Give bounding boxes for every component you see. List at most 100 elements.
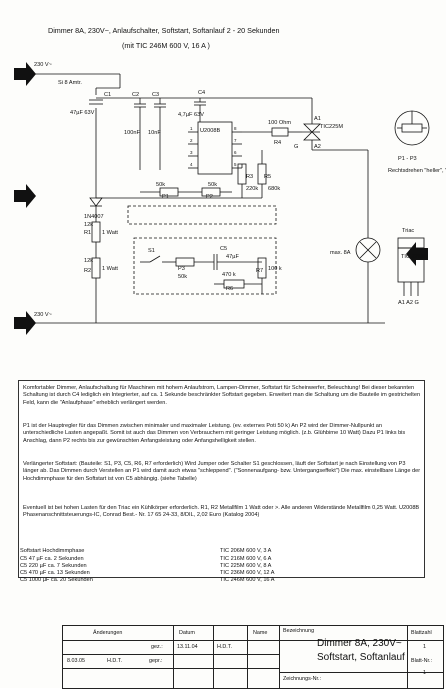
softstart-row: C5 47 µF ca. 2 Sekunden [20,556,84,562]
label-c3-val: 10nF [148,130,161,136]
label-c2: C2 [132,92,139,98]
label-bottom-rail: 230 V~ [34,312,53,318]
top-terminal-arrow [14,62,36,86]
r1-resistor [91,221,101,243]
designation-line-2: Softstart, Softanlauf [317,652,405,663]
label-triac-a1: A1 [314,116,321,122]
gepr-label: gepr.: [149,658,163,664]
diode-1n4007 [89,197,103,207]
name-label: Name [253,630,268,636]
label-pot-caption: P1 - P3 [398,156,417,162]
r2-resistor [91,257,101,279]
label-r2-val: 12k [84,258,93,264]
triac-row: TIC 246M 600 V, 16 A [220,577,275,583]
label-pkg-part: TIC 225M [401,254,426,260]
r4-resistor [271,127,289,137]
gez-name: H.D.T. [217,644,232,650]
label-r6-val: 470 k [222,272,236,278]
triac-package-tab [397,237,425,249]
label-pkg-title: Triac [402,228,414,234]
description-para-4: Eventuell ist bei hohen Lasten für den T… [23,505,420,519]
label-p2-val: 50k [208,182,217,188]
triac-row: TIC 225M 600 V, 8 A [220,563,272,569]
label-ic: U2008B [200,128,220,134]
ic-u2008b-body [197,121,233,175]
label-c5: C5 [220,246,227,252]
sheet-no-value: 1 [423,670,426,676]
ic-pin-number: 5 [234,162,237,167]
p3-pot [175,257,195,267]
change-date: 8.03.05 [67,658,85,664]
description-para-3: Verlängerter Softstart: (Bauteile: S1, P… [23,461,421,482]
left-terminal-arrow [14,184,36,208]
label-c2-val: 100nF [124,130,140,136]
page-subtitle: (mit TIC 246M 600 V, 16 A ) [122,41,210,50]
designation-line-1: Dimmer 8A, 230V~ [317,638,402,649]
label-pot-note: Rechtsdrehen "heller", "länger" [388,168,446,174]
title-block: Änderungen Datum Name 8.03.05 H.D.T. gez… [62,625,444,689]
softstart-table-header: Softstart Hochdimmphase [20,548,85,554]
label-top-rail: 230 V~ [34,62,53,68]
label-triac-a2: A2 [314,144,321,150]
label-pkg-pins: A1 A2 G [398,300,419,306]
ic-pin-number: 3 [190,150,193,155]
label-r2: R2 [84,268,91,274]
label-p2: P2 [206,194,213,200]
softstart-row: C5 470 µF ca. 13 Sekunden [20,570,90,576]
changes-header: Änderungen [93,630,123,636]
label-c1-val: 47µF 63V [70,110,95,116]
sheet-no-label: Blatt-Nr.: [411,658,432,664]
label-r3-val: 220k [246,186,258,192]
sheet-label: Blattzahl [411,630,432,636]
date-label: Datum [179,630,195,636]
label-r4-val: 100 Ohm [268,120,291,126]
switch-s1 [149,255,161,263]
ic-pin-number: 2 [190,138,193,143]
label-fuse: Si 8 Amtr. [58,80,82,86]
label-lamp-label: max. 8A [330,250,351,256]
label-r1-watt: 1 Watt [102,230,118,236]
label-c1: C1 [104,92,111,98]
label-diode: 1N4007 [84,214,104,220]
ic-pin-number: 4 [190,162,193,167]
label-r7-val: 100 k [268,266,282,272]
drawing-no-label: Zeichnungs-Nr.: [283,676,322,682]
gez-date: 13.11.04 [177,644,198,650]
circuit-schematic: 230 V~ 230 V~ Si 8 Amtr. C1 47µF 63V C2 100nF C… [14,62,446,335]
ic-pin-number: 7 [234,138,237,143]
label-triac: TIC225M [320,124,343,130]
label-c3: C3 [152,92,159,98]
triac-row: TIC 216M 600 V, 6 A [220,556,272,562]
label-r6: R6 [226,286,233,292]
label-r2-watt: 1 Watt [102,266,118,272]
softstart-row: C5 1000 µF ca. 20 Sekunden [20,577,93,583]
label-r1-val: 12k [84,222,93,228]
bottom-terminal-arrow [14,311,36,335]
ic-pin-number: 6 [234,150,237,155]
label-r5: R5 [264,174,271,180]
label-p3: P3 [178,266,185,272]
softstart-row: C5 220 µF ca. 7 Sekunden [20,563,87,569]
description-para-2: P1 ist der Hauptregler für das Dimmen zw… [23,423,406,444]
triac-row: TIC 236M 600 V, 12 A [220,570,275,576]
triac-row: TIC 206M 600 V, 3 A [220,548,272,554]
label-p3-val: 50k [178,274,187,280]
triac-symbol [303,123,321,133]
description-para-1: Komfortabler Dimmer, Anlaufschaltung für… [23,385,421,406]
description-panel: Komfortabler Dimmer, Anlaufschaltung für… [18,380,425,578]
label-c4-val: 4,7µF 63V [178,112,204,118]
label-r4: R4 [274,140,281,146]
label-r5-val: 680k [268,186,280,192]
softstart-option-box [133,237,277,295]
gez-label: gez.: [151,644,163,650]
right-terminal-arrow [406,242,428,266]
ic-pin-number: 1 [190,126,193,131]
label-r7: R7 [256,268,263,274]
change-name: H.D.T. [107,658,122,664]
ic-pin-number: 8 [234,126,237,131]
sheet-value: 1 [423,644,426,650]
label-p1: P1 [162,194,169,200]
label-c5-val: 47µF [226,254,239,260]
label-r3: R3 [246,174,253,180]
